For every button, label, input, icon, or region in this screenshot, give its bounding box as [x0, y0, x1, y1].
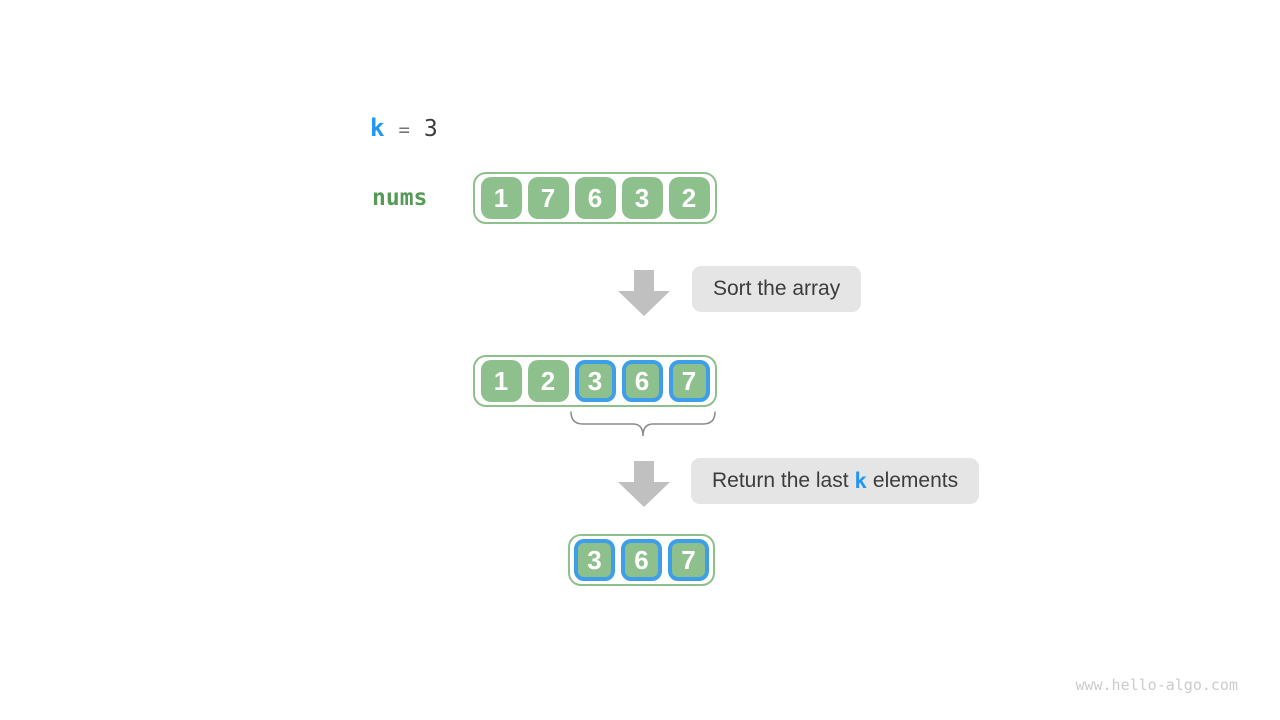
- array-cell: 3: [621, 177, 663, 219]
- array-cell: 2: [527, 360, 569, 402]
- array-cell: 1: [480, 360, 522, 402]
- step-return-k: k: [854, 469, 868, 493]
- down-arrow-icon: [618, 270, 670, 316]
- k-value: 3: [423, 116, 438, 142]
- array-cell: 7: [668, 360, 710, 402]
- step-box-sort: Sort the array: [692, 266, 862, 312]
- step-sort-label: Sort the array: [713, 277, 841, 300]
- step-return-suffix: elements: [867, 469, 959, 492]
- k-equation: k = 3: [370, 114, 438, 142]
- array-cell: 1: [480, 177, 522, 219]
- array-cell: 7: [527, 177, 569, 219]
- down-arrow-icon: [618, 461, 670, 507]
- array-cell: 6: [621, 539, 662, 581]
- watermark: www.hello-algo.com: [1075, 676, 1238, 694]
- array-cell: 7: [668, 539, 709, 581]
- array-cell: 3: [574, 360, 616, 402]
- array-cell: 6: [574, 177, 616, 219]
- k-variable: k: [370, 114, 385, 142]
- array-cell: 3: [574, 539, 615, 581]
- underbrace-icon: [570, 411, 716, 437]
- array-cell: 2: [668, 177, 710, 219]
- array-cell: 6: [621, 360, 663, 402]
- equals-sign: =: [398, 119, 410, 141]
- step-return-prefix: Return the last: [712, 469, 855, 492]
- nums-label: nums: [372, 185, 428, 211]
- step-box-return: Return the last k elements: [691, 458, 980, 504]
